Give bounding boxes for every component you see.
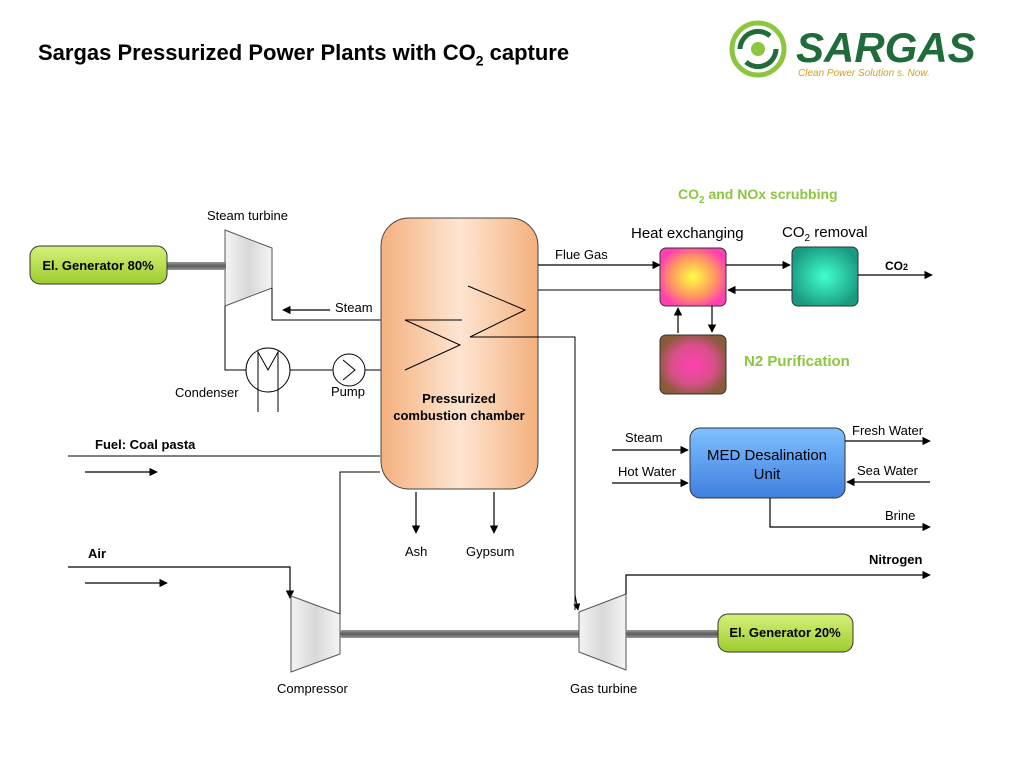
compressor-label: Compressor xyxy=(277,681,348,696)
compressor xyxy=(290,595,341,673)
steam-turbine-label: Steam turbine xyxy=(207,208,288,223)
co2-out-label: CO2 xyxy=(885,259,908,273)
air-line xyxy=(68,566,295,599)
heat-exchanging-label: Heat exchanging xyxy=(631,225,744,242)
flue-gas-label: Flue Gas xyxy=(555,247,608,262)
fuel-label: Fuel: Coal pasta xyxy=(95,437,196,452)
ash-label: Ash xyxy=(405,544,427,559)
med-label-line2: Unit xyxy=(754,466,782,483)
logo-tagline: Clean Power Solution s. Now. xyxy=(798,68,930,79)
gas-turbine xyxy=(578,593,627,671)
condenser-label: Condenser xyxy=(175,385,239,400)
chamber-label-line2: combustion chamber xyxy=(393,408,524,423)
brine-arrow xyxy=(769,498,931,532)
swirl-logo-icon xyxy=(729,20,787,78)
turbine-to-condenser-pipe xyxy=(224,306,246,371)
co2-removal-box xyxy=(791,246,859,307)
combustion-chamber xyxy=(380,217,539,490)
condenser xyxy=(245,347,291,412)
heat-exchanger-box xyxy=(659,247,727,307)
pump-label: Pump xyxy=(331,384,365,399)
compressor-to-chamber-pipe xyxy=(339,471,380,614)
el-generator-80-label: El. Generator 80% xyxy=(42,258,154,273)
gas-turbine-label: Gas turbine xyxy=(570,681,637,696)
n2-purification-label: N2 Purification xyxy=(744,353,850,370)
el-generator-20-box xyxy=(717,613,854,653)
n2-purification-box xyxy=(659,334,727,395)
steam-turbine-shaft xyxy=(166,262,226,270)
gypsum-label: Gypsum xyxy=(466,544,514,559)
logo-name: SARGAS xyxy=(796,24,976,71)
to-gas-turbine-arrow xyxy=(573,594,581,611)
pump xyxy=(332,353,366,387)
sargas-logo: SARGAS Clean Power Solution s. Now. xyxy=(729,20,976,79)
brine-label: Brine xyxy=(885,508,915,523)
el-generator-80-box xyxy=(29,245,168,285)
chamber-label-line1: Pressurized xyxy=(422,391,496,406)
med-label-line1: MED Desalination xyxy=(707,447,827,464)
co2-removal-label: CO2 removal xyxy=(782,224,868,244)
hot-water-label: Hot Water xyxy=(618,464,677,479)
el-generator-20-label: El. Generator 20% xyxy=(729,625,841,640)
fresh-water-label: Fresh Water xyxy=(852,423,924,438)
scrubbing-label: CO2 and NOx scrubbing xyxy=(678,186,838,206)
steam-turbine xyxy=(224,229,273,307)
nitrogen-label: Nitrogen xyxy=(869,552,923,567)
air-label: Air xyxy=(88,546,106,561)
boiler-coil-1 xyxy=(404,319,462,371)
boiler-coil-2 xyxy=(467,285,576,610)
main-shaft xyxy=(340,630,580,638)
sea-water-label: Sea Water xyxy=(857,463,919,478)
med-steam-label: Steam xyxy=(625,430,663,445)
med-desalination-box xyxy=(689,427,846,499)
nitrogen-arrow xyxy=(625,570,931,594)
steam-label: Steam xyxy=(335,300,373,315)
page-title: Sargas Pressurized Power Plants with CO2… xyxy=(38,40,570,69)
gas-turbine-shaft xyxy=(626,630,718,638)
